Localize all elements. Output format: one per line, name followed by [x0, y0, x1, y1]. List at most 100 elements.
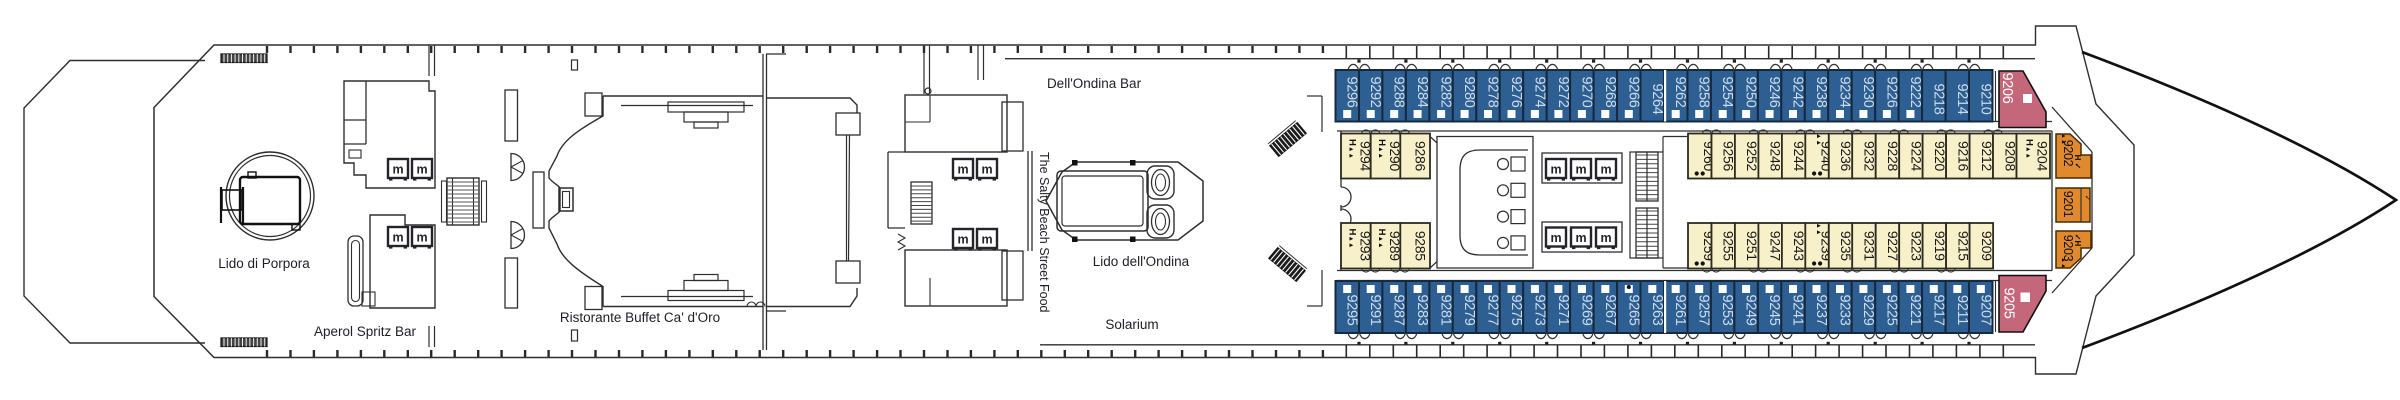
- svg-text:9291: 9291: [1367, 294, 1383, 325]
- svg-text:9244: 9244: [1791, 141, 1807, 171]
- svg-text:9241: 9241: [1790, 294, 1806, 325]
- svg-text:9230: 9230: [1860, 76, 1876, 107]
- svg-text:9234: 9234: [1837, 76, 1853, 107]
- svg-text:9295: 9295: [1344, 294, 1360, 325]
- svg-text:9250: 9250: [1743, 76, 1759, 107]
- svg-text:Aperol Spritz Bar: Aperol Spritz Bar: [314, 324, 417, 339]
- svg-text:9207: 9207: [1977, 294, 1993, 325]
- svg-text:9266: 9266: [1625, 76, 1641, 107]
- svg-text:9205: 9205: [2001, 287, 2017, 318]
- svg-text:m: m: [392, 162, 403, 176]
- svg-text:9289: 9289: [1387, 231, 1403, 261]
- svg-text:9282: 9282: [1438, 76, 1454, 107]
- svg-text:9271: 9271: [1555, 294, 1571, 325]
- svg-text:9221: 9221: [1907, 294, 1923, 325]
- svg-text:9219: 9219: [1932, 231, 1948, 261]
- svg-text:m: m: [1600, 162, 1611, 176]
- svg-text:H: H: [1346, 229, 1357, 236]
- svg-text:✓H: ✓H: [2073, 234, 2082, 247]
- svg-text:9223: 9223: [1908, 231, 1924, 261]
- svg-text:9280: 9280: [1461, 76, 1477, 107]
- svg-text:9263: 9263: [1649, 294, 1665, 325]
- svg-text:Dell'Ondina Bar: Dell'Ondina Bar: [1047, 76, 1142, 91]
- svg-text:9251: 9251: [1744, 231, 1760, 261]
- svg-text:9269: 9269: [1578, 294, 1594, 325]
- svg-text:9286: 9286: [1413, 141, 1429, 171]
- svg-text:9267: 9267: [1602, 294, 1618, 325]
- svg-text:▲▲: ▲▲: [2025, 146, 2032, 159]
- svg-text:9237: 9237: [1813, 294, 1829, 325]
- svg-text:9206: 9206: [1999, 72, 2015, 103]
- svg-text:9288: 9288: [1391, 76, 1407, 107]
- svg-text:▲▲: ▲▲: [1347, 146, 1354, 159]
- svg-text:9208: 9208: [2002, 141, 2018, 171]
- svg-text:m: m: [392, 230, 403, 244]
- svg-text:9235: 9235: [1838, 231, 1854, 261]
- svg-text:9293: 9293: [1357, 231, 1373, 261]
- svg-text:9204: 9204: [2035, 141, 2051, 171]
- svg-text:9258: 9258: [1696, 76, 1712, 107]
- svg-text:Lido dell'Ondina: Lido dell'Ondina: [1093, 254, 1190, 269]
- svg-text:H: H: [2024, 139, 2035, 146]
- svg-text:9264: 9264: [1649, 83, 1665, 114]
- svg-text:9253: 9253: [1719, 294, 1735, 325]
- svg-text:9257: 9257: [1696, 294, 1712, 325]
- svg-text:9254: 9254: [1719, 76, 1735, 107]
- svg-text:9243: 9243: [1791, 231, 1807, 261]
- svg-text:9279: 9279: [1461, 294, 1477, 325]
- svg-text:9261: 9261: [1672, 294, 1688, 325]
- svg-text:▲▲: ▲▲: [1815, 133, 1822, 146]
- svg-text:9248: 9248: [1768, 141, 1784, 171]
- svg-text:9274: 9274: [1531, 76, 1547, 107]
- svg-text:9268: 9268: [1602, 76, 1618, 107]
- svg-text:9278: 9278: [1485, 76, 1501, 107]
- svg-text:▲▲: ▲▲: [2060, 133, 2066, 145]
- svg-text:m: m: [957, 162, 968, 176]
- svg-text:9287: 9287: [1391, 294, 1407, 325]
- svg-text:Ristorante Buffet Ca' d'Oro: Ristorante Buffet Ca' d'Oro: [560, 310, 720, 325]
- svg-text:9209: 9209: [1979, 231, 1995, 261]
- svg-text:m: m: [957, 232, 968, 246]
- svg-text:m: m: [416, 230, 427, 244]
- svg-text:▲▲: ▲▲: [1377, 236, 1384, 249]
- svg-text:9220: 9220: [1932, 141, 1948, 171]
- svg-text:9292: 9292: [1367, 76, 1383, 107]
- svg-text:9218: 9218: [1930, 83, 1946, 114]
- svg-text:m: m: [1575, 231, 1586, 245]
- svg-text:9236: 9236: [1838, 141, 1854, 171]
- svg-text:9262: 9262: [1672, 76, 1688, 107]
- svg-text:9233: 9233: [1837, 294, 1853, 325]
- svg-text:9212: 9212: [1979, 141, 1995, 171]
- svg-text:9231: 9231: [1862, 231, 1878, 261]
- svg-text:H: H: [1376, 139, 1387, 146]
- svg-text:Lido di Porpora: Lido di Porpora: [218, 256, 310, 271]
- svg-text:m: m: [1575, 162, 1586, 176]
- svg-text:9246: 9246: [1766, 76, 1782, 107]
- svg-text:9265: 9265: [1625, 294, 1641, 325]
- svg-text:9214: 9214: [1954, 83, 1970, 114]
- svg-text:m: m: [981, 162, 992, 176]
- svg-text:9273: 9273: [1531, 294, 1547, 325]
- svg-text:9224: 9224: [1908, 141, 1924, 171]
- svg-text:▲▲: ▲▲: [1347, 236, 1354, 249]
- svg-text:Solarium: Solarium: [1105, 317, 1158, 332]
- svg-text:9283: 9283: [1414, 294, 1430, 325]
- svg-text:9222: 9222: [1907, 76, 1923, 107]
- svg-text:▲▲: ▲▲: [1377, 146, 1384, 159]
- svg-text:9225: 9225: [1883, 294, 1899, 325]
- svg-text:9242: 9242: [1790, 76, 1806, 107]
- svg-text:9255: 9255: [1721, 231, 1737, 261]
- svg-text:9290: 9290: [1387, 141, 1403, 171]
- svg-text:9276: 9276: [1508, 76, 1524, 107]
- svg-text:9215: 9215: [1955, 231, 1971, 261]
- svg-text:9252: 9252: [1744, 141, 1760, 171]
- svg-text:9203: 9203: [2061, 235, 2075, 262]
- svg-text:The Salty Beach Street Food: The Salty Beach Street Food: [1037, 152, 1051, 313]
- svg-text:9270: 9270: [1578, 76, 1594, 107]
- svg-text:9281: 9281: [1438, 294, 1454, 325]
- svg-text:9202: 9202: [2061, 140, 2075, 167]
- svg-text:9272: 9272: [1555, 76, 1571, 107]
- svg-text:9256: 9256: [1721, 141, 1737, 171]
- svg-text:▲▲: ▲▲: [1815, 223, 1822, 236]
- svg-text:9227: 9227: [1885, 231, 1901, 261]
